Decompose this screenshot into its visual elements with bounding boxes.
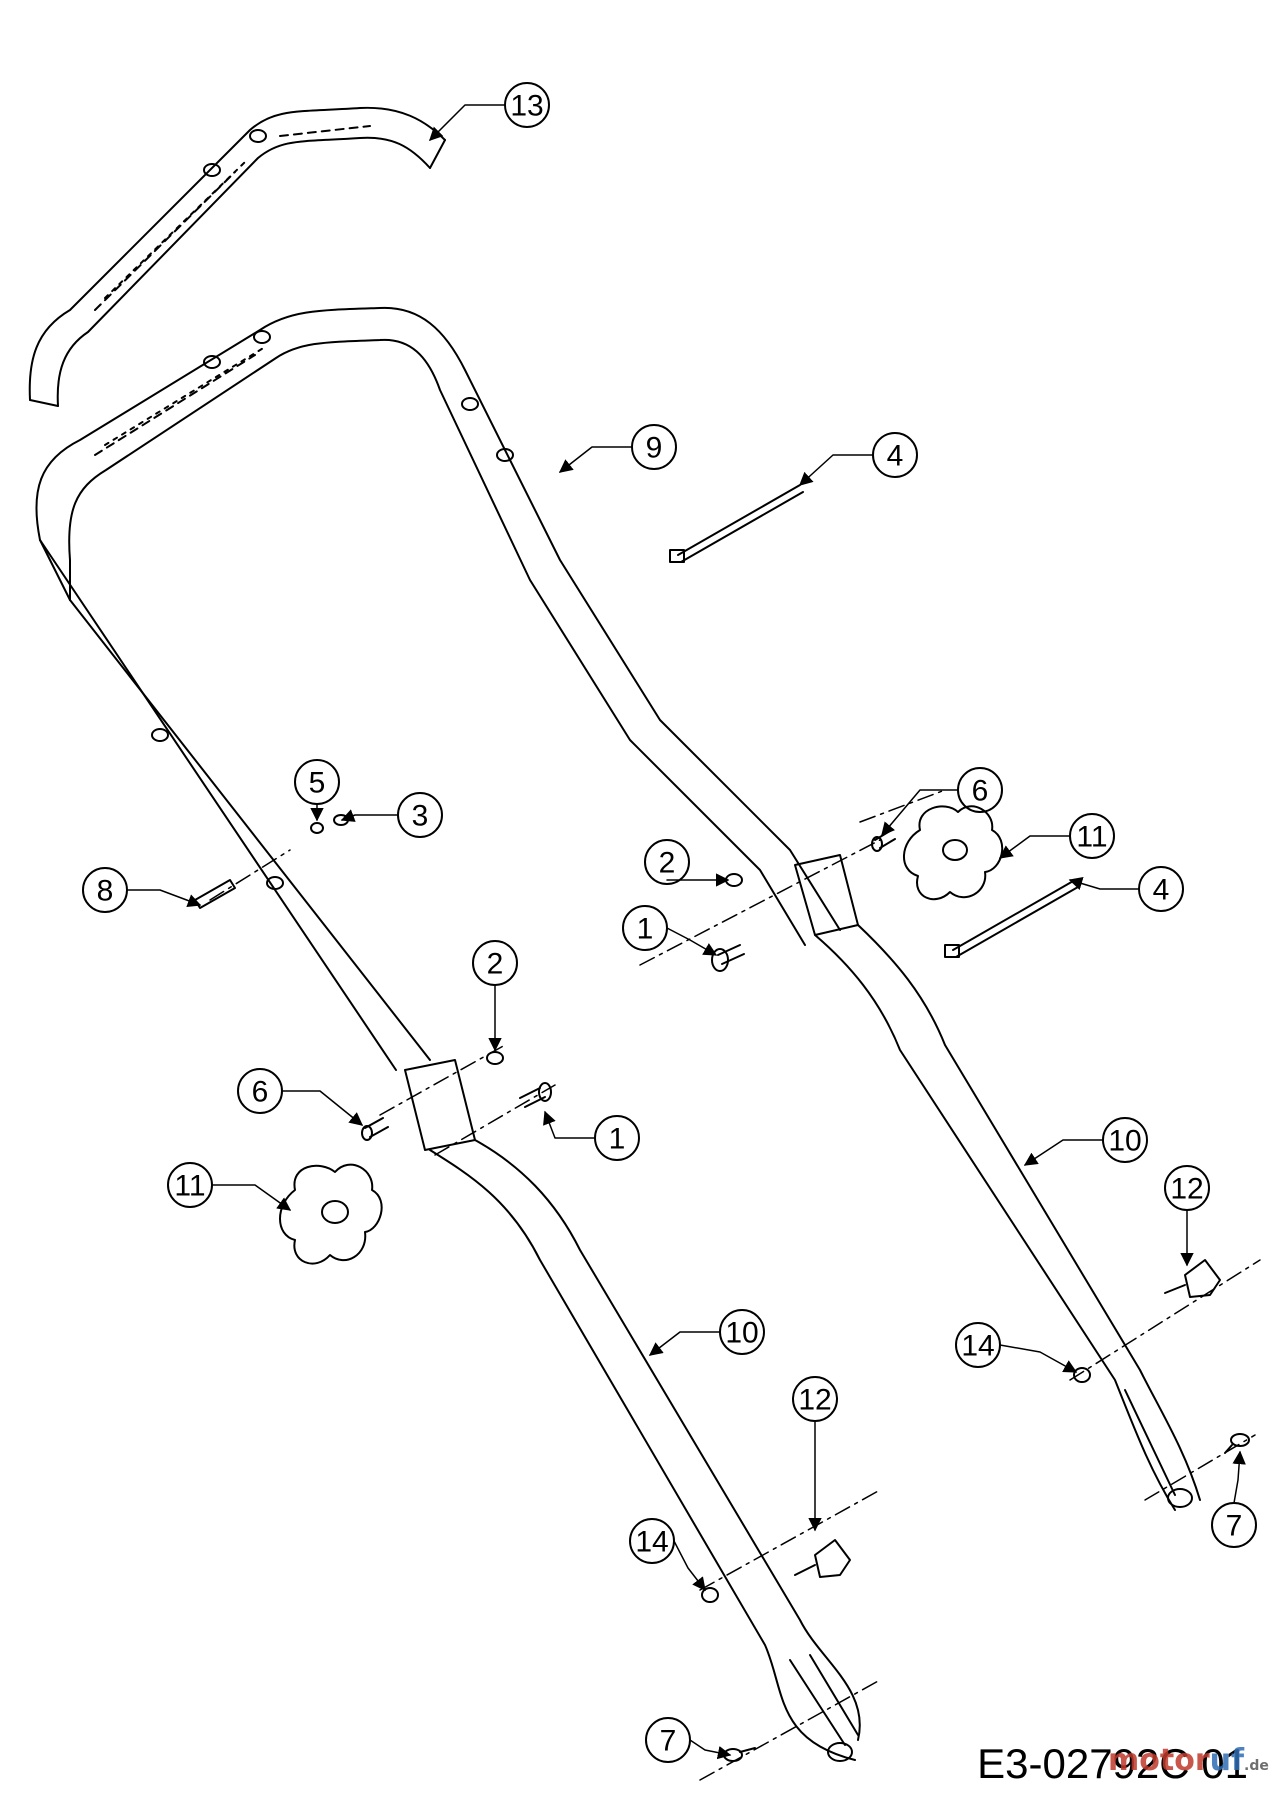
callout-8: 8 <box>97 875 114 908</box>
washer-part <box>701 1587 719 1603</box>
cable-tie-part <box>944 879 1079 958</box>
callout-2: 2 <box>487 948 504 981</box>
callout-7: 7 <box>660 1725 677 1758</box>
lock-knob-part <box>794 1539 851 1578</box>
washer-part <box>310 822 324 834</box>
assembly-centerlines <box>209 789 1261 1781</box>
bolt-part <box>519 1082 552 1108</box>
left-lower-handle-part <box>429 1139 861 1762</box>
lock-knob-part <box>1164 1259 1221 1298</box>
star-knob-part <box>279 1163 383 1265</box>
cable-tie-part <box>669 484 804 563</box>
watermark-part1: motor <box>1108 1743 1210 1778</box>
callout-1: 1 <box>637 913 654 946</box>
callout-7: 7 <box>1226 1510 1243 1543</box>
callout-14: 14 <box>961 1330 994 1363</box>
callout-11: 11 <box>1076 821 1107 854</box>
upper-handle-part <box>35 306 859 1151</box>
callout-9: 9 <box>646 432 663 465</box>
star-knob-part <box>903 805 1004 901</box>
callout-circles <box>82 82 1257 1763</box>
right-lower-handle-part <box>814 924 1201 1511</box>
callout-10: 10 <box>1108 1125 1141 1158</box>
bolt-part <box>361 1117 389 1141</box>
callout-14: 14 <box>635 1526 668 1559</box>
drawing-code: E3-02792C 01 <box>977 1740 1248 1787</box>
callout-6: 6 <box>252 1076 269 1109</box>
callout-1: 1 <box>609 1123 626 1156</box>
clip-part <box>194 879 236 909</box>
watermark-part2: uf <box>1210 1743 1245 1778</box>
callout-2: 2 <box>659 847 676 880</box>
callout-12: 12 <box>1170 1173 1203 1206</box>
callout-6: 6 <box>972 775 989 808</box>
watermark-suffix: .de <box>1244 1758 1269 1774</box>
watermark: motoruf.de <box>1108 1743 1269 1778</box>
callout-5: 5 <box>309 767 326 800</box>
callout-4: 4 <box>1153 874 1170 907</box>
upper-grip-part <box>28 106 446 407</box>
callout-11: 11 <box>174 1170 205 1203</box>
callout-12: 12 <box>798 1384 831 1417</box>
callout-3: 3 <box>412 800 429 833</box>
callout-10: 10 <box>725 1317 758 1350</box>
callout-4: 4 <box>887 440 904 473</box>
nut-part <box>486 1051 504 1065</box>
bolt-part <box>711 944 745 972</box>
callout-13: 13 <box>510 90 543 123</box>
leader-lines <box>126 104 1246 1760</box>
washer-part <box>1073 1367 1091 1383</box>
nut-part <box>333 814 349 826</box>
